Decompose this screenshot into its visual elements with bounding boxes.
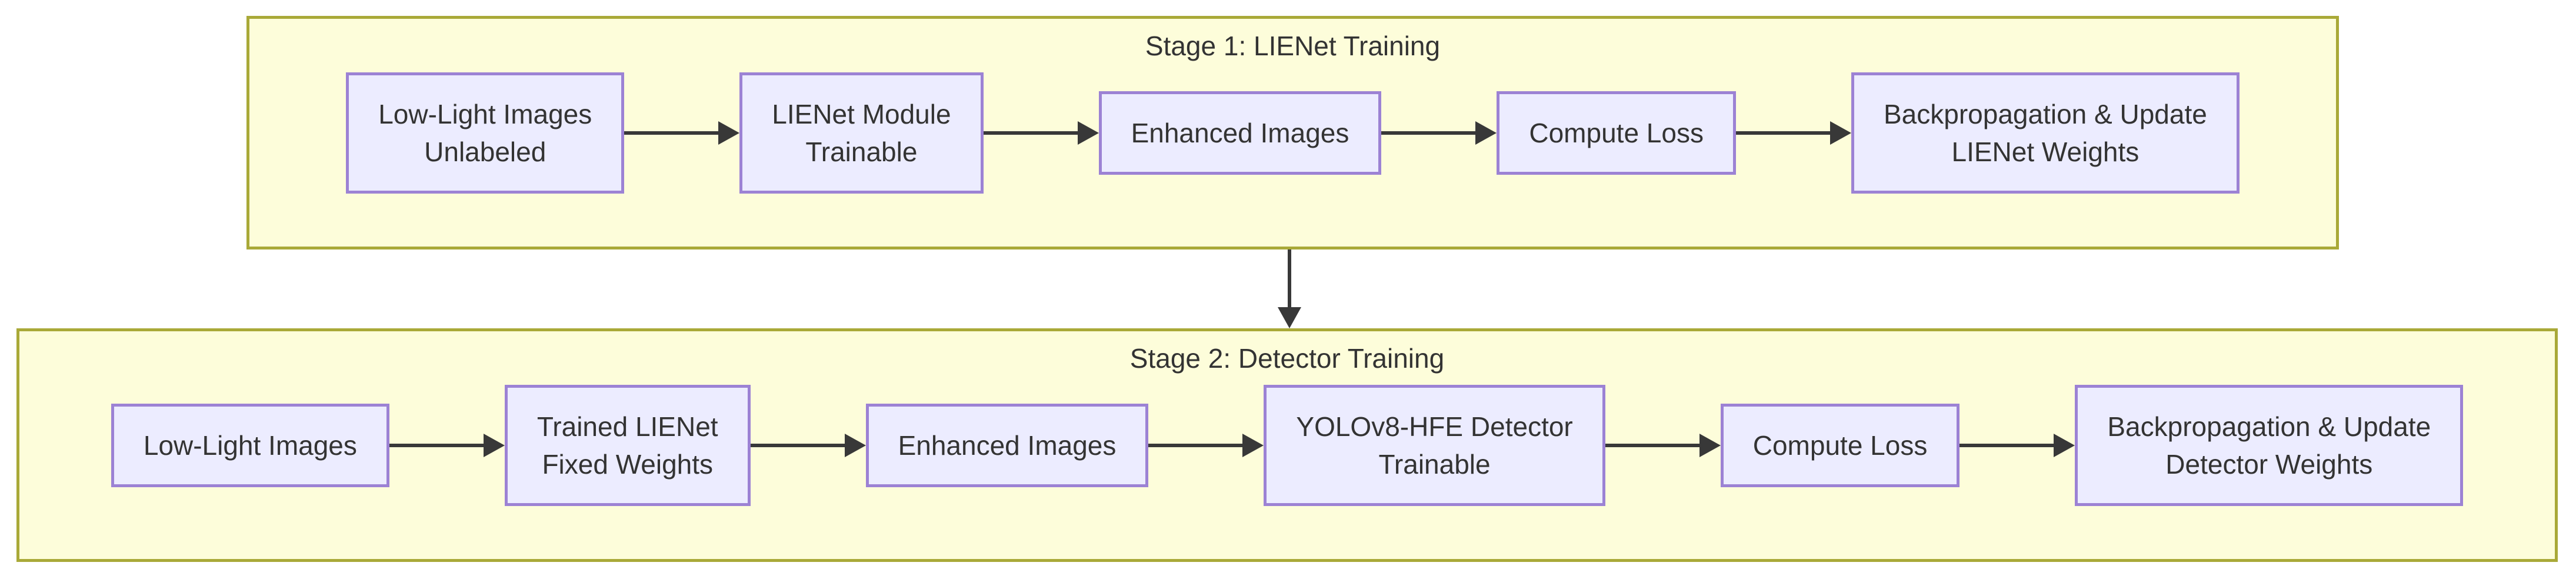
- stage2-title: Stage 2: Detector Training: [1129, 343, 1445, 374]
- node-s2-trained-lienet-fixed-weights: Trained LIENet Fixed Weights: [504, 384, 751, 506]
- arrow-right-icon: [1148, 433, 1264, 457]
- node-label: Backpropagation & Update LIENet Weights: [1883, 98, 2207, 167]
- arrow-right-icon: [1605, 433, 1721, 457]
- arrow-head: [1278, 307, 1301, 328]
- arrow-shaft: [750, 443, 845, 447]
- arrow-head: [718, 121, 740, 145]
- stage1-cluster: Stage 1: LIENet Training Low-Light Image…: [246, 16, 2339, 249]
- arrow-shaft: [1735, 131, 1830, 135]
- arrow-shaft: [1960, 443, 2054, 447]
- arrow-head: [844, 433, 866, 457]
- node-s1-compute-loss: Compute Loss: [1497, 91, 1736, 175]
- node-label: YOLOv8-HFE Detector Trainable: [1296, 411, 1573, 480]
- arrow-right-icon: [1381, 121, 1497, 145]
- node-s2-enhanced-images: Enhanced Images: [865, 403, 1149, 487]
- arrow-shaft: [1605, 443, 1699, 447]
- node-s2-low-light-images: Low-Light Images: [111, 403, 389, 487]
- node-label: Backpropagation & Update Detector Weight…: [2107, 411, 2431, 480]
- arrow-right-icon: [983, 121, 1099, 145]
- node-label: LIENet Module Trainable: [772, 98, 951, 167]
- arrow-head: [483, 433, 505, 457]
- node-label: Enhanced Images: [1131, 117, 1349, 148]
- arrow-shaft: [1148, 443, 1243, 447]
- arrow-head: [1077, 121, 1099, 145]
- arrow-right-icon: [750, 433, 866, 457]
- node-s1-backprop-update-lienet-weights: Backpropagation & Update LIENet Weights: [1851, 72, 2240, 194]
- arrow-shaft: [624, 131, 719, 135]
- arrow-head: [1699, 433, 1721, 457]
- node-label: Low-Light Images: [143, 430, 357, 461]
- node-label: Trained LIENet Fixed Weights: [536, 411, 718, 480]
- arrow-shaft: [1288, 249, 1291, 307]
- arrow-head: [1829, 121, 1851, 145]
- arrow-right-icon: [1735, 121, 1851, 145]
- arrow-shaft: [983, 131, 1078, 135]
- node-s1-low-light-images-unlabeled: Low-Light Images Unlabeled: [346, 72, 625, 194]
- arrow-head: [1242, 433, 1264, 457]
- node-s1-lienet-module-trainable: LIENet Module Trainable: [739, 72, 984, 194]
- node-label: Enhanced Images: [898, 430, 1117, 461]
- arrow-head: [2054, 433, 2075, 457]
- arrow-down-icon: [1277, 249, 1302, 328]
- node-label: Low-Light Images Unlabeled: [378, 98, 592, 167]
- node-s2-backprop-update-detector-weights: Backpropagation & Update Detector Weight…: [2075, 384, 2464, 506]
- arrow-right-icon: [389, 433, 505, 457]
- stage2-node-row: Low-Light Images Trained LIENet Fixed We…: [19, 331, 2555, 559]
- arrow-right-icon: [1960, 433, 2075, 457]
- node-label: Compute Loss: [1752, 430, 1928, 461]
- node-s2-yolov8-hfe-detector-trainable: YOLOv8-HFE Detector Trainable: [1264, 384, 1605, 506]
- arrow-right-icon: [624, 121, 740, 145]
- arrow-head: [1475, 121, 1497, 145]
- stage1-title: Stage 1: LIENet Training: [1145, 31, 1441, 61]
- arrow-shaft: [1381, 131, 1476, 135]
- stage2-cluster: Stage 2: Detector Training Low-Light Ima…: [16, 328, 2558, 562]
- node-s2-compute-loss: Compute Loss: [1720, 403, 1960, 487]
- stage1-node-row: Low-Light Images Unlabeled LIENet Module…: [249, 19, 2336, 247]
- arrow-shaft: [389, 443, 484, 447]
- node-label: Compute Loss: [1529, 117, 1704, 148]
- node-s1-enhanced-images: Enhanced Images: [1098, 91, 1382, 175]
